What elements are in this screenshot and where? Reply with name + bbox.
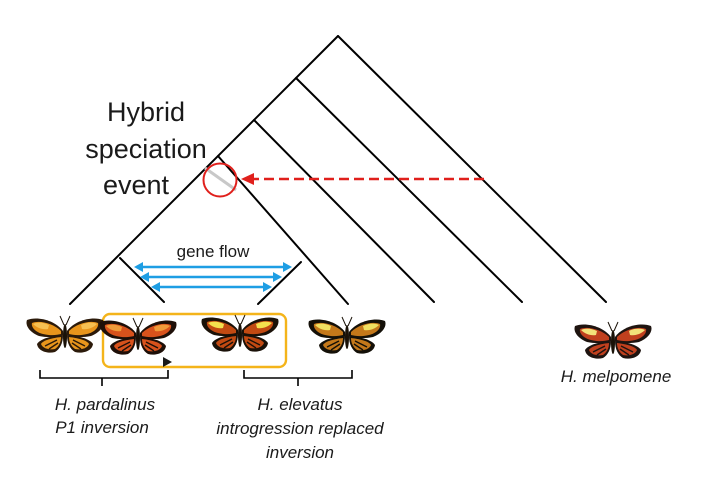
butterfly-pardalinus-right [99, 317, 177, 355]
tree-branch [119, 257, 165, 303]
title-line-2: speciation [85, 134, 207, 164]
gene-flow-arrows [134, 262, 292, 292]
pardalinus-note: P1 inversion [55, 418, 149, 437]
tree-branch [253, 119, 435, 303]
tree-branch [295, 77, 523, 303]
elevatus-note-1: introgression replaced [216, 419, 384, 438]
butterfly-melpomene [574, 321, 652, 359]
title-line-1: Hybrid [107, 97, 185, 127]
phylogenetic-tree [69, 35, 607, 305]
gene-flow-label: gene flow [177, 242, 250, 261]
elevatus-note-2: inversion [266, 443, 334, 462]
box-arrowhead [163, 357, 172, 367]
hybrid-speciation-marker [202, 162, 484, 198]
tree-branch [337, 35, 607, 303]
pardalinus-bracket [39, 370, 169, 386]
melpomene-name: H. melpomene [561, 367, 672, 386]
species-brackets [39, 370, 353, 386]
pardalinus-name: H. pardalinus [55, 395, 156, 414]
butterflies [26, 314, 652, 359]
hybrid-circle [202, 162, 238, 198]
butterfly-elevatus-right [308, 316, 386, 354]
elevatus-bracket [243, 370, 353, 386]
elevatus-name: H. elevatus [257, 395, 343, 414]
tree-branch [257, 261, 302, 305]
butterfly-elevatus-left [201, 314, 279, 352]
tree-branch [217, 155, 349, 305]
tree-branch [69, 35, 339, 305]
butterfly-pardalinus-left [26, 315, 104, 353]
hybrid-pair-box [101, 312, 288, 369]
title-line-3: event [103, 170, 170, 200]
